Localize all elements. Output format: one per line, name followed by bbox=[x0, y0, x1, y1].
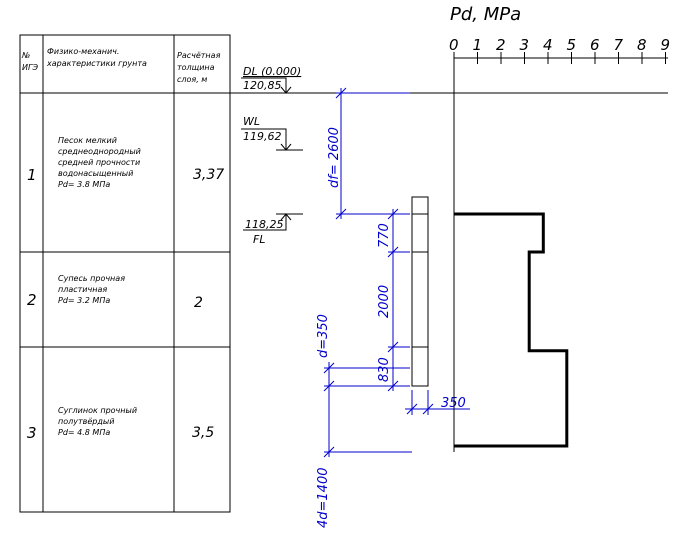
dimensions: df= 2600 770 2000 830 d=350 4d=1400 350 bbox=[316, 87, 470, 529]
dl-arrow-icon bbox=[280, 86, 292, 94]
pd-profile bbox=[454, 212, 569, 448]
dim-d-350: d=350 bbox=[316, 314, 331, 358]
tick-icon bbox=[387, 208, 399, 220]
header-thick-line1: Расчётная bbox=[177, 51, 221, 60]
row1-desc-line: Pd= 3.8 МПа bbox=[58, 180, 110, 189]
dim-830: 830 bbox=[377, 357, 392, 382]
level-marks: DL (0.000) 120,85 WL 119,62 118,25 FL bbox=[241, 65, 303, 246]
wl-value: 119,62 bbox=[243, 130, 282, 143]
header-thick-line2: толщина bbox=[177, 63, 215, 72]
fl-label: FL bbox=[253, 233, 265, 246]
row1-desc-line: среднеоднородный bbox=[58, 147, 141, 156]
pd-tick-label: 0 bbox=[449, 36, 459, 54]
dl-value: 120,85 bbox=[243, 79, 282, 92]
row3-desc-line: Pd= 4.8 МПа bbox=[58, 428, 110, 437]
header-num-line2: ИГЭ bbox=[22, 63, 38, 72]
wl-arrow-icon bbox=[280, 143, 292, 151]
fl-leader bbox=[243, 214, 287, 231]
row3-thickness: 3,5 bbox=[192, 425, 214, 441]
row3-desc-line: Суглинок прочный bbox=[58, 406, 137, 415]
pd-tick-label: 2 bbox=[496, 36, 506, 54]
row1-num: 1 bbox=[27, 166, 37, 184]
row2-num: 2 bbox=[27, 291, 37, 309]
row2-desc-line: пластичная bbox=[58, 285, 107, 294]
row1-desc-line: водонасыщенный bbox=[58, 169, 133, 178]
dim-2000: 2000 bbox=[377, 285, 392, 318]
dim-350: 350 bbox=[441, 396, 466, 411]
row1-desc-line: Песок мелкий bbox=[58, 136, 117, 145]
row1-thickness: 3,37 bbox=[193, 167, 224, 183]
dl-label: DL (0.000) bbox=[243, 65, 301, 78]
tick-icon bbox=[406, 403, 418, 415]
row3-num: 3 bbox=[27, 424, 37, 442]
pd-tick-label: 7 bbox=[614, 36, 624, 54]
pd-tick-label: 3 bbox=[520, 36, 530, 54]
pd-tick-label: 6 bbox=[590, 36, 600, 54]
fl-arrow-icon bbox=[280, 213, 292, 221]
pd-tick-label: 4 bbox=[543, 36, 553, 54]
pile bbox=[411, 196, 429, 387]
row3-desc-line: полутвёрдый bbox=[58, 417, 114, 426]
fl-value: 118,25 bbox=[245, 218, 284, 231]
wl-label: WL bbox=[243, 115, 260, 128]
header-thick-line3: слоя, м bbox=[177, 75, 207, 84]
dl-leader bbox=[241, 77, 287, 93]
pd-tick-label: 8 bbox=[637, 36, 647, 54]
row2-desc-line: Pd= 3.2 МПа bbox=[58, 296, 110, 305]
table-border bbox=[19, 34, 231, 513]
header-props-line2: характеристики грунта bbox=[46, 59, 147, 68]
row2-desc-line: Супесь прочная bbox=[58, 274, 125, 283]
soil-table: № ИГЭ Физико-механич. характеристики гру… bbox=[19, 34, 668, 513]
df-label: df= 2600 bbox=[327, 127, 342, 188]
dim-4d-1400: 4d=1400 bbox=[316, 468, 331, 529]
header-num-line1: № bbox=[21, 51, 30, 60]
pile-body bbox=[411, 196, 429, 387]
dim-770: 770 bbox=[377, 223, 392, 248]
pd-tick-label: 9 bbox=[661, 36, 671, 54]
header-props-line1: Физико-механич. bbox=[47, 47, 119, 56]
pd-tick-label: 5 bbox=[567, 36, 577, 54]
pd-axis-title: Pd, MPa bbox=[450, 4, 521, 25]
tick-icon bbox=[422, 403, 434, 415]
wl-leader bbox=[241, 128, 287, 150]
row1-desc-line: средней прочности bbox=[58, 158, 140, 167]
pd-tick-label: 1 bbox=[473, 36, 483, 54]
row2-thickness: 2 bbox=[194, 295, 203, 311]
